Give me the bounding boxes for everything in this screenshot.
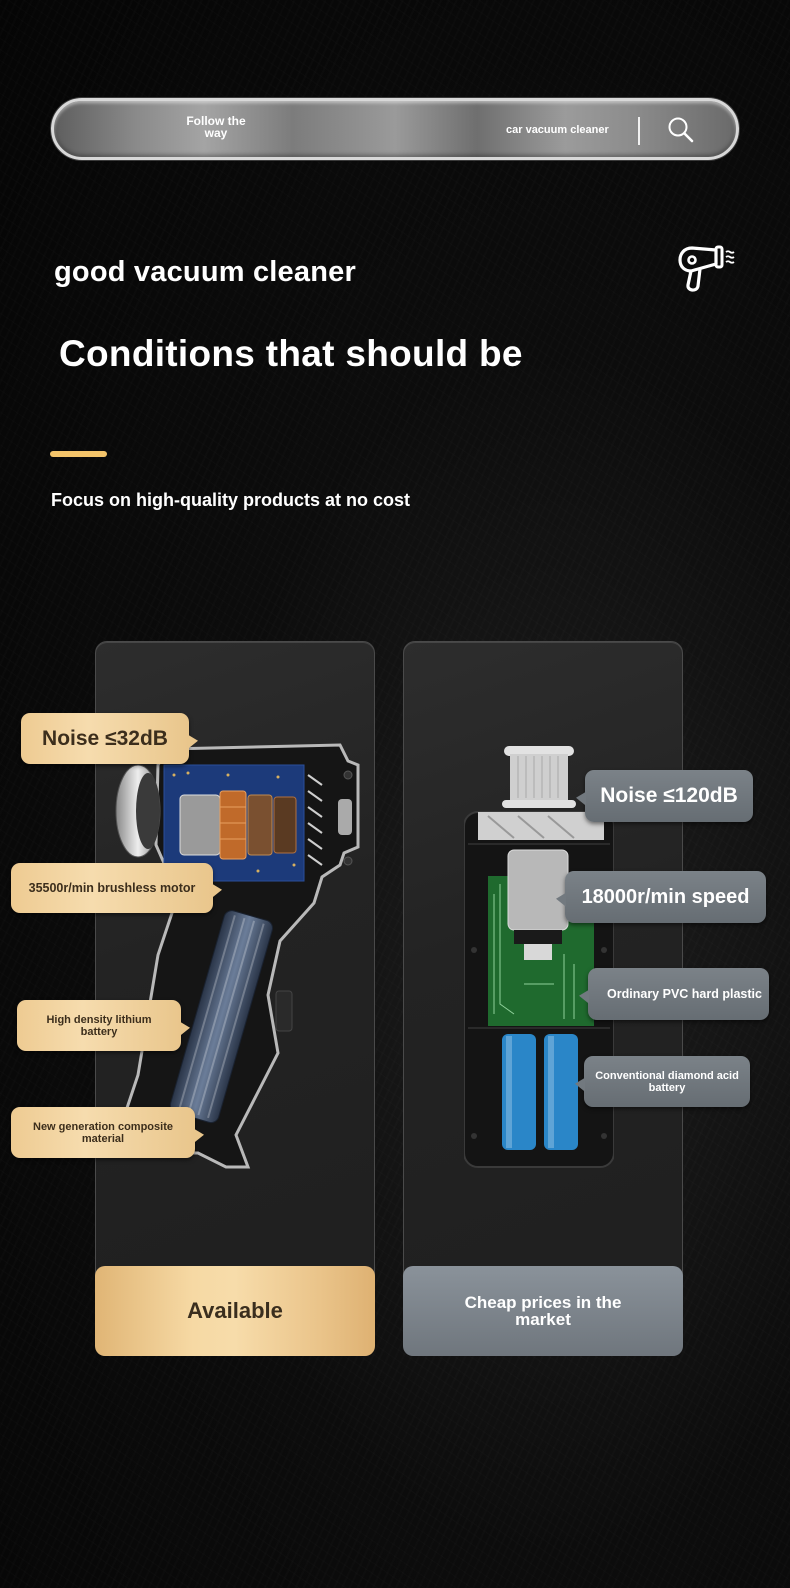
callout-text: Ordinary PVC hard plastic [607, 987, 762, 1001]
callout-text: Noise ≤120dB [600, 784, 738, 807]
callout-noise-120db: Noise ≤120dB [585, 770, 753, 822]
callout-speed-18000: 18000r/min speed [565, 871, 766, 923]
callout-text: New generation composite material [33, 1120, 173, 1145]
callout-acid-battery: Conventional diamond acid battery [584, 1056, 750, 1107]
callout-text: 18000r/min speed [581, 885, 750, 908]
available-label[interactable]: Available [95, 1266, 375, 1356]
callout-lithium-battery: High density lithium battery [17, 1000, 181, 1051]
callout-noise-32db: Noise ≤32dB [21, 713, 189, 764]
callout-text: High density lithium battery [46, 1013, 152, 1038]
page-title: Conditions that should be [59, 333, 523, 374]
search-divider [638, 117, 640, 145]
callout-text: 35500r/min brushless motor [28, 881, 196, 895]
callout-text: Noise ≤32dB [42, 726, 168, 750]
brand-slogan: Follow the way [186, 115, 246, 139]
page-subtitle: Focus on high-quality products at no cos… [51, 490, 410, 510]
accent-divider [50, 451, 107, 457]
callout-text: Conventional diamond acid battery [595, 1069, 739, 1094]
callout-composite-material: New generation composite material [11, 1107, 195, 1158]
search-icon[interactable] [666, 115, 696, 145]
section-eyebrow: good vacuum cleaner [54, 256, 356, 288]
hair-dryer-icon [676, 238, 738, 296]
brushless-vacuum-cutaway-image [108, 735, 368, 1175]
callout-pvc-plastic: Ordinary PVC hard plastic [588, 968, 769, 1020]
search-bar[interactable]: Follow the way car vacuum cleaner [51, 98, 739, 160]
brand-slogan-line2: way [204, 126, 228, 140]
brand-slogan-line1: Follow the [186, 114, 246, 128]
market-price-label[interactable]: Cheap prices in the market [403, 1266, 683, 1356]
callout-brushless-motor: 35500r/min brushless motor [11, 863, 213, 913]
search-input[interactable]: car vacuum cleaner [506, 124, 609, 136]
